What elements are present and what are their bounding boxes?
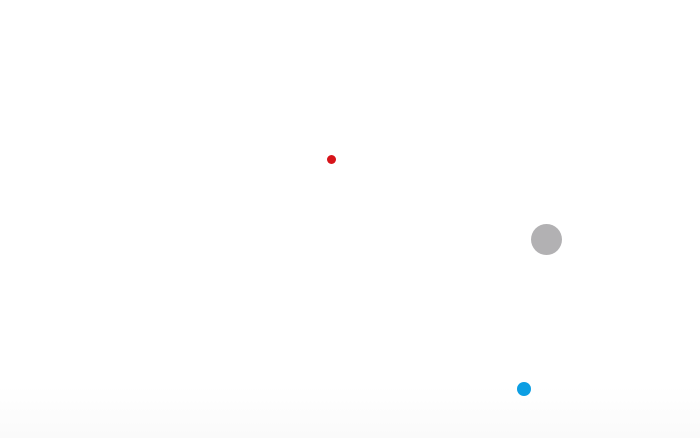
red-dot [327, 155, 336, 164]
blue-dot [517, 382, 531, 396]
grey-dot [531, 224, 562, 255]
